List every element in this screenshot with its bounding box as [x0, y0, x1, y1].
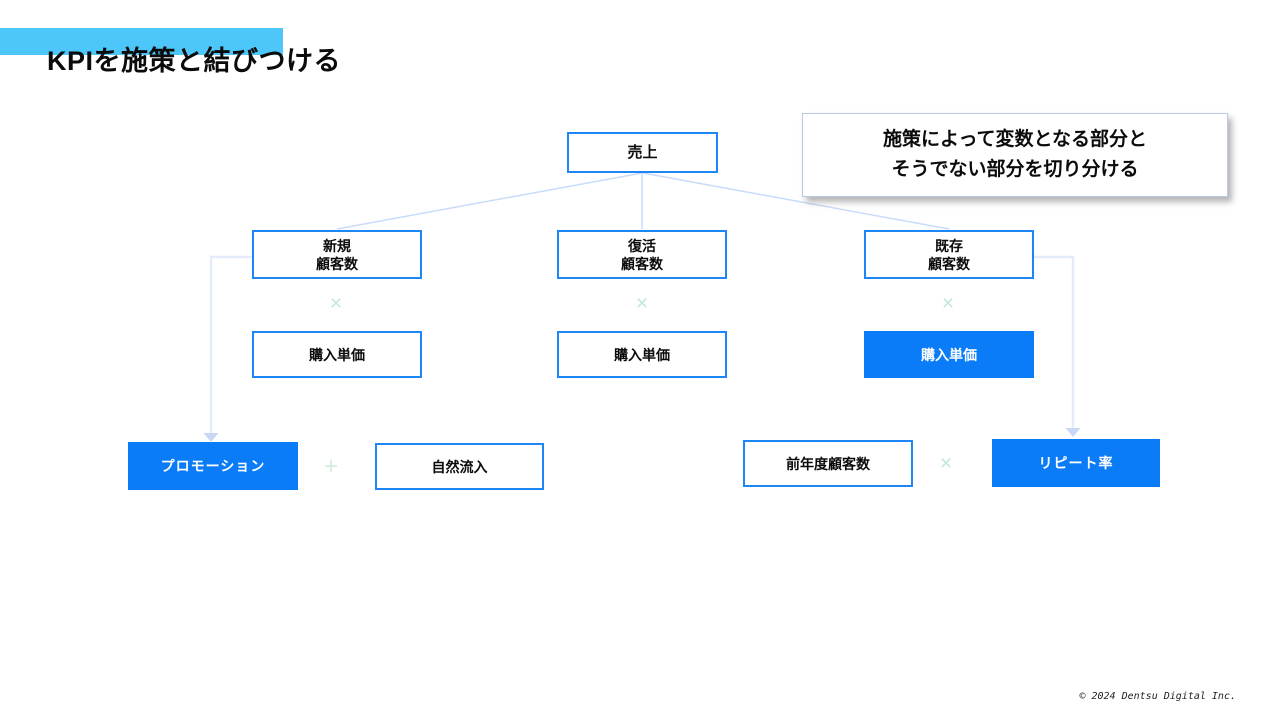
node-promotion-label: プロモーション — [160, 458, 266, 474]
plus-operator-bottom: + — [323, 453, 339, 480]
node-new-customers-line1: 新規 — [323, 237, 351, 254]
node-returning-customers: 復活 顧客数 — [557, 230, 727, 279]
node-unit-price-existing-highlighted: 購入単価 — [864, 331, 1034, 378]
node-unit-price-returning-label: 購入単価 — [614, 346, 670, 363]
node-organic-inflow-label: 自然流入 — [431, 458, 488, 475]
node-sales: 売上 — [567, 132, 718, 173]
arrowhead-repeat — [1065, 428, 1081, 437]
node-unit-price-existing-label: 購入単価 — [921, 346, 977, 363]
page-title: KPIを施策と結びつける — [47, 46, 342, 76]
node-unit-price-returning: 購入単価 — [557, 331, 727, 378]
node-existing-customers-line2: 顧客数 — [928, 255, 970, 272]
node-new-customers-line2: 顧客数 — [316, 255, 358, 272]
node-returning-customers-line1: 復活 — [628, 237, 656, 254]
node-unit-price-new-label: 購入単価 — [309, 346, 365, 363]
connector-sales-to-new — [336, 172, 643, 230]
node-sales-label: 売上 — [627, 143, 658, 161]
multiply-operator-bottom: × — [939, 452, 953, 475]
multiply-operator-existing: × — [941, 292, 955, 315]
connector-existing-to-repeat — [1034, 255, 1075, 429]
multiply-operator-returning: × — [635, 292, 649, 315]
note-line-1: 施策によって変数となる部分と — [883, 129, 1147, 150]
node-repeat-rate-highlighted: リピート率 — [992, 439, 1160, 487]
node-returning-customers-line2: 顧客数 — [621, 255, 663, 272]
node-unit-price-new: 購入単価 — [252, 331, 422, 378]
node-new-customers: 新規 顧客数 — [252, 230, 422, 279]
multiply-operator-new: × — [329, 292, 343, 315]
node-organic-inflow: 自然流入 — [375, 443, 544, 490]
connector-new-to-promotion — [209, 255, 252, 434]
node-previous-year-customers: 前年度顧客数 — [743, 440, 913, 487]
node-existing-customers-line1: 既存 — [935, 237, 963, 254]
node-repeat-rate-label: リピート率 — [1038, 455, 1114, 471]
title-accent-bar — [0, 28, 283, 55]
node-previous-year-customers-label: 前年度顧客数 — [786, 455, 870, 472]
node-existing-customers: 既存 顧客数 — [864, 230, 1034, 279]
arrowhead-promotion — [203, 433, 219, 442]
note-line-2: そうでない部分を切り分ける — [891, 159, 1139, 180]
footer-copyright: © 2024 Dentsu Digital Inc. — [1079, 691, 1236, 702]
note-box: 施策によって変数となる部分と そうでない部分を切り分ける — [802, 113, 1228, 197]
node-promotion-highlighted: プロモーション — [128, 442, 298, 490]
